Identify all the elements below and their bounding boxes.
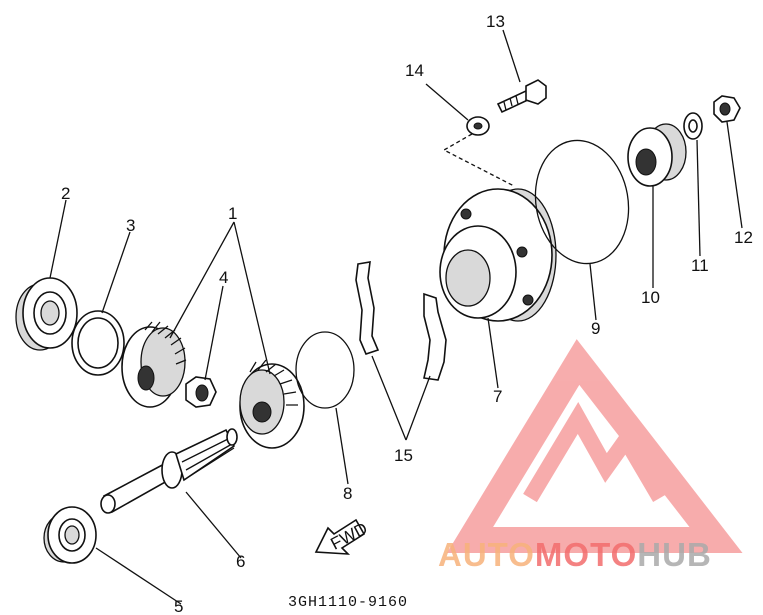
watermark-logo — [446, 339, 743, 553]
watermark-auto: AUTO — [438, 536, 535, 573]
watermark-hub: HUB — [637, 536, 712, 573]
callout-4: 4 — [219, 268, 228, 287]
bearing-part-2 — [15, 277, 78, 351]
gear-housing-part-7 — [439, 188, 557, 322]
coupling-part-10 — [627, 123, 687, 187]
nut-part-4 — [185, 376, 217, 408]
drive-shaft-part-6 — [100, 428, 238, 514]
callout-10: 10 — [641, 288, 660, 307]
callout-9: 9 — [591, 319, 600, 338]
fwd-arrow: FWD — [314, 519, 371, 555]
leader-lines — [49, 29, 743, 605]
washer-part-14 — [466, 116, 490, 136]
part-code: 3GH1110-9160 — [288, 594, 408, 611]
bearing-part-5 — [43, 506, 97, 564]
nut-part-12 — [713, 95, 741, 123]
callout-7: 7 — [493, 387, 502, 406]
clip-parts-15 — [355, 261, 447, 381]
bevel-gear-part-1a — [121, 321, 187, 408]
callout-labels: 1 2 3 4 5 6 7 8 9 10 11 12 13 14 15 — [61, 12, 753, 615]
bevel-gear-part-1b — [239, 359, 305, 449]
callout-12: 12 — [734, 228, 753, 247]
o-ring-part-8 — [295, 331, 355, 409]
callout-13: 13 — [486, 12, 505, 31]
callout-3: 3 — [126, 216, 135, 235]
callout-6: 6 — [236, 552, 245, 571]
callout-8: 8 — [343, 484, 352, 503]
callout-15: 15 — [394, 446, 413, 465]
o-ring-part-9 — [534, 139, 630, 265]
callout-11: 11 — [691, 256, 709, 275]
washer-part-11 — [683, 112, 703, 140]
bolt-part-13 — [496, 79, 547, 114]
callout-5: 5 — [174, 597, 183, 615]
callout-1: 1 — [228, 204, 237, 223]
watermark-text: AUTOMOTOHUB — [438, 536, 712, 573]
callout-14: 14 — [405, 61, 424, 80]
callout-2: 2 — [61, 184, 70, 203]
watermark-moto: MOTO — [535, 536, 637, 573]
shim-part-3 — [71, 310, 125, 376]
